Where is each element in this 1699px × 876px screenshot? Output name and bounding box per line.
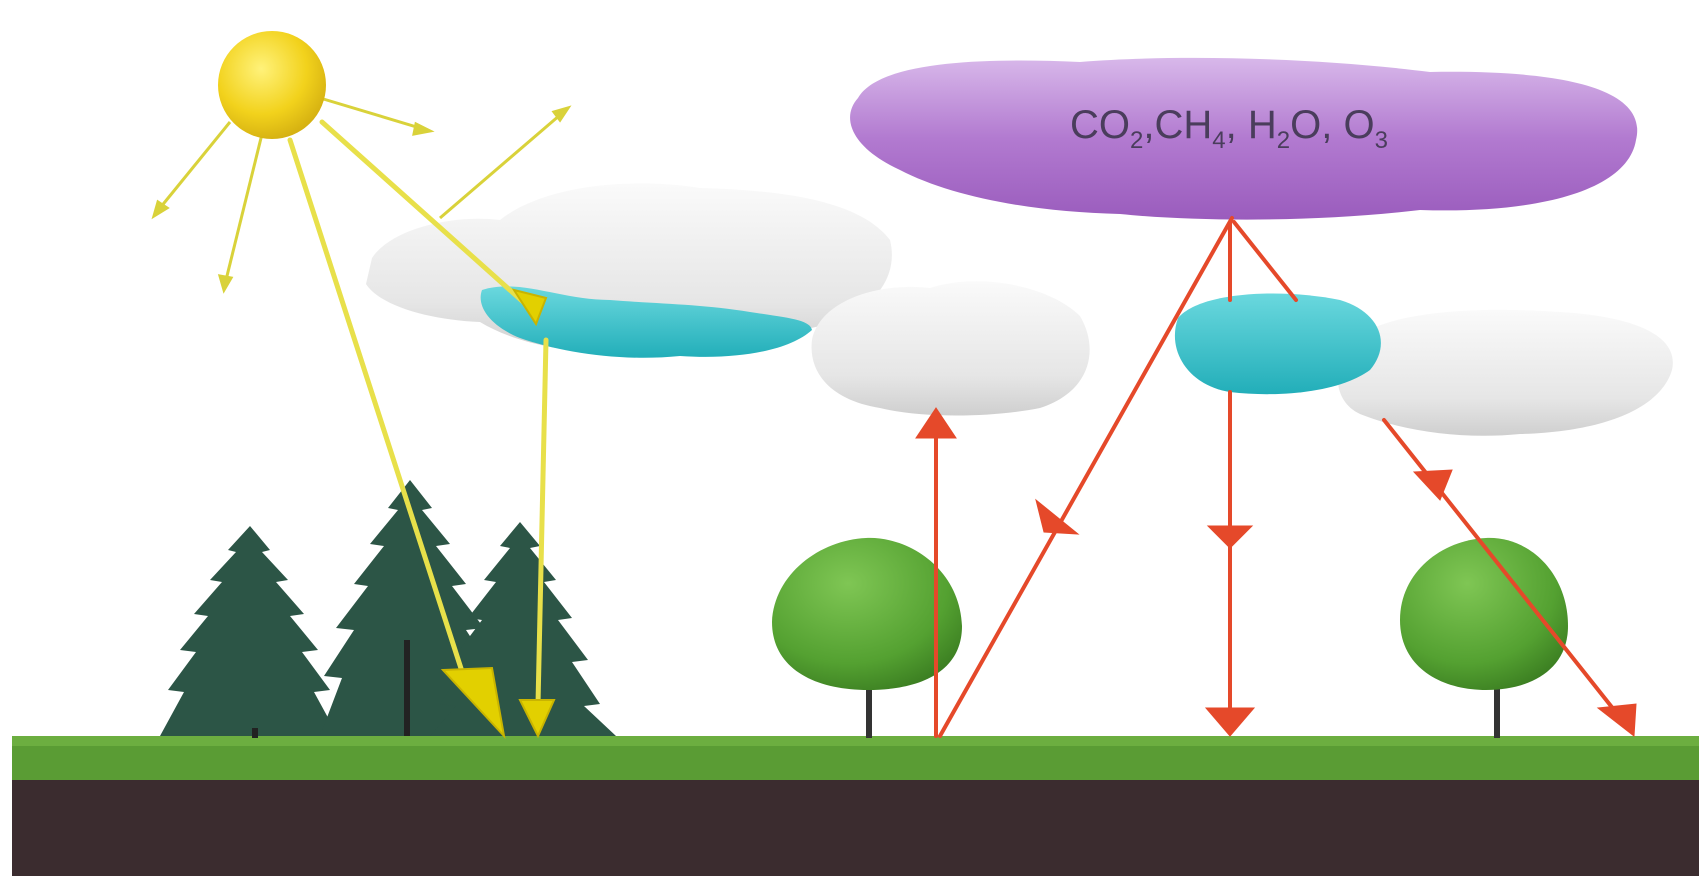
deciduous-tree-icon-left bbox=[772, 538, 962, 738]
co2-subscript: 2 bbox=[1130, 127, 1143, 154]
deciduous-tree-icon-right bbox=[1400, 538, 1568, 738]
h2o-o-label: O bbox=[1290, 103, 1321, 147]
h2o-h-label: H bbox=[1248, 103, 1277, 147]
grass-highlight bbox=[12, 736, 1699, 746]
cloud-icon-middle bbox=[812, 281, 1090, 415]
ch4-label: CH bbox=[1154, 103, 1212, 147]
h2o-subscript: 2 bbox=[1277, 127, 1290, 154]
cloud-icon-right bbox=[1175, 294, 1673, 436]
greenhouse-gas-cloud: CO2,CH4, H2O, O3 bbox=[850, 58, 1637, 220]
o3-label: O bbox=[1343, 103, 1374, 147]
conifer-tree-icon bbox=[160, 526, 338, 736]
tree-trunk bbox=[404, 640, 410, 736]
arrow-icon bbox=[1598, 704, 1636, 736]
water-cloud-right bbox=[1175, 294, 1381, 395]
tree-trunk bbox=[252, 728, 258, 738]
cloud-icon-left bbox=[366, 183, 892, 357]
sun-disc bbox=[218, 31, 326, 139]
arrow-icon bbox=[1208, 526, 1252, 548]
greenhouse-gases-label: CO2,CH4, H2O, O3 bbox=[1070, 103, 1388, 154]
ch4-subscript: 4 bbox=[1212, 127, 1225, 154]
soil bbox=[12, 776, 1699, 876]
arrow-icon bbox=[1234, 222, 1296, 300]
arrow-icon bbox=[1206, 708, 1254, 736]
co2-label: CO bbox=[1070, 103, 1130, 147]
ground bbox=[12, 736, 1699, 876]
o3-subscript: 3 bbox=[1375, 127, 1388, 154]
